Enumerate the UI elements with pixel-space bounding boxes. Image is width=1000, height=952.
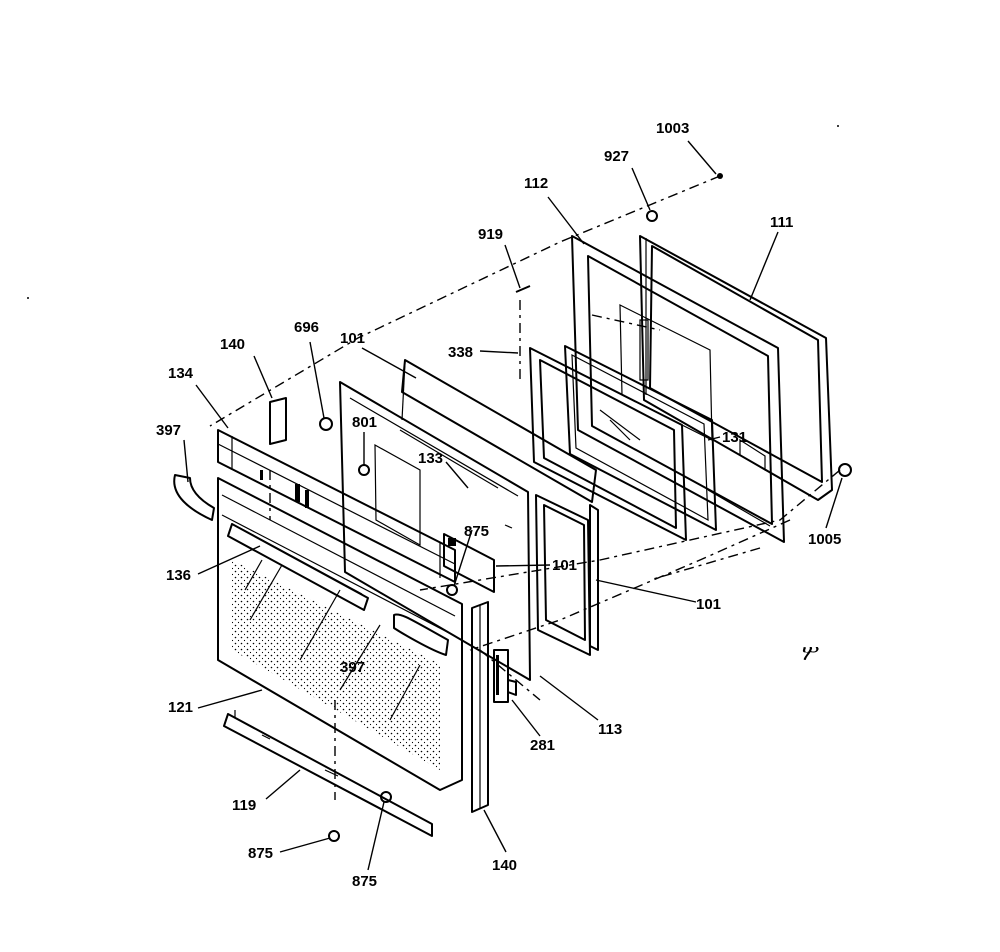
label-131: 131: [722, 429, 747, 446]
label-875-bottom: 875: [352, 873, 377, 890]
screw-801: [358, 464, 370, 476]
part-281-hinge: [493, 649, 517, 703]
part-119-bottom-trim: [223, 710, 433, 837]
part-101-insulation-side: [535, 494, 599, 656]
part-136-handle: [227, 523, 369, 611]
reference-mark: ሦ: [802, 641, 820, 666]
label-140-upper: 140: [220, 336, 245, 353]
label-281: 281: [530, 737, 555, 754]
part-121-outer-door: [217, 477, 463, 791]
part-112-inner-panel: [571, 235, 785, 543]
screw-919: [515, 285, 531, 293]
washer-927: [646, 210, 658, 222]
label-111: 111: [770, 214, 793, 231]
part-labels: 1003 927 112 111 919 338 696 101 140 134…: [156, 120, 841, 890]
screw-875b: [328, 830, 340, 842]
label-875-upper: 875: [464, 523, 489, 540]
part-875-vent-block: [443, 533, 495, 593]
label-338: 338: [448, 344, 473, 361]
label-140-lower: 140: [492, 857, 517, 874]
fasteners: [319, 173, 852, 842]
screw-1003: [717, 173, 723, 179]
screw-875a: [446, 584, 458, 596]
screw-696: [319, 417, 333, 431]
part-397-end-cap-right: [393, 613, 449, 656]
label-397-left: 397: [156, 422, 181, 439]
part-111-rear-frame: [639, 235, 833, 501]
part-131-window-gasket: [564, 345, 717, 531]
label-801: 801: [352, 414, 377, 431]
scan-specks: [27, 125, 839, 299]
label-112: 112: [524, 175, 548, 192]
label-397-right: 397: [340, 659, 365, 676]
label-696: 696: [294, 319, 319, 336]
label-875-left: 875: [248, 845, 273, 862]
label-113: 113: [598, 721, 622, 738]
part-140-bracket-lower: [471, 601, 489, 813]
label-927: 927: [604, 148, 629, 165]
label-121: 121: [168, 699, 193, 716]
label-101-lower: 101: [696, 596, 721, 613]
label-101-upper: 101: [340, 330, 365, 347]
part-338-window-glass: [529, 347, 687, 541]
label-1003: 1003: [656, 120, 689, 137]
label-136: 136: [166, 567, 191, 584]
label-134: 134: [168, 365, 194, 382]
part-113-door-liner: [339, 381, 531, 681]
part-140-bracket-upper: [269, 397, 287, 445]
screw-875c: [380, 791, 392, 803]
label-919: 919: [478, 226, 503, 243]
screw-1005: [838, 463, 852, 477]
leader-lines: [183, 140, 843, 871]
label-119: 119: [232, 797, 256, 814]
part-397-end-cap-left: [173, 474, 215, 521]
label-1005: 1005: [808, 531, 841, 548]
label-101-mid: 101: [552, 557, 577, 574]
label-133: 133: [418, 450, 443, 467]
